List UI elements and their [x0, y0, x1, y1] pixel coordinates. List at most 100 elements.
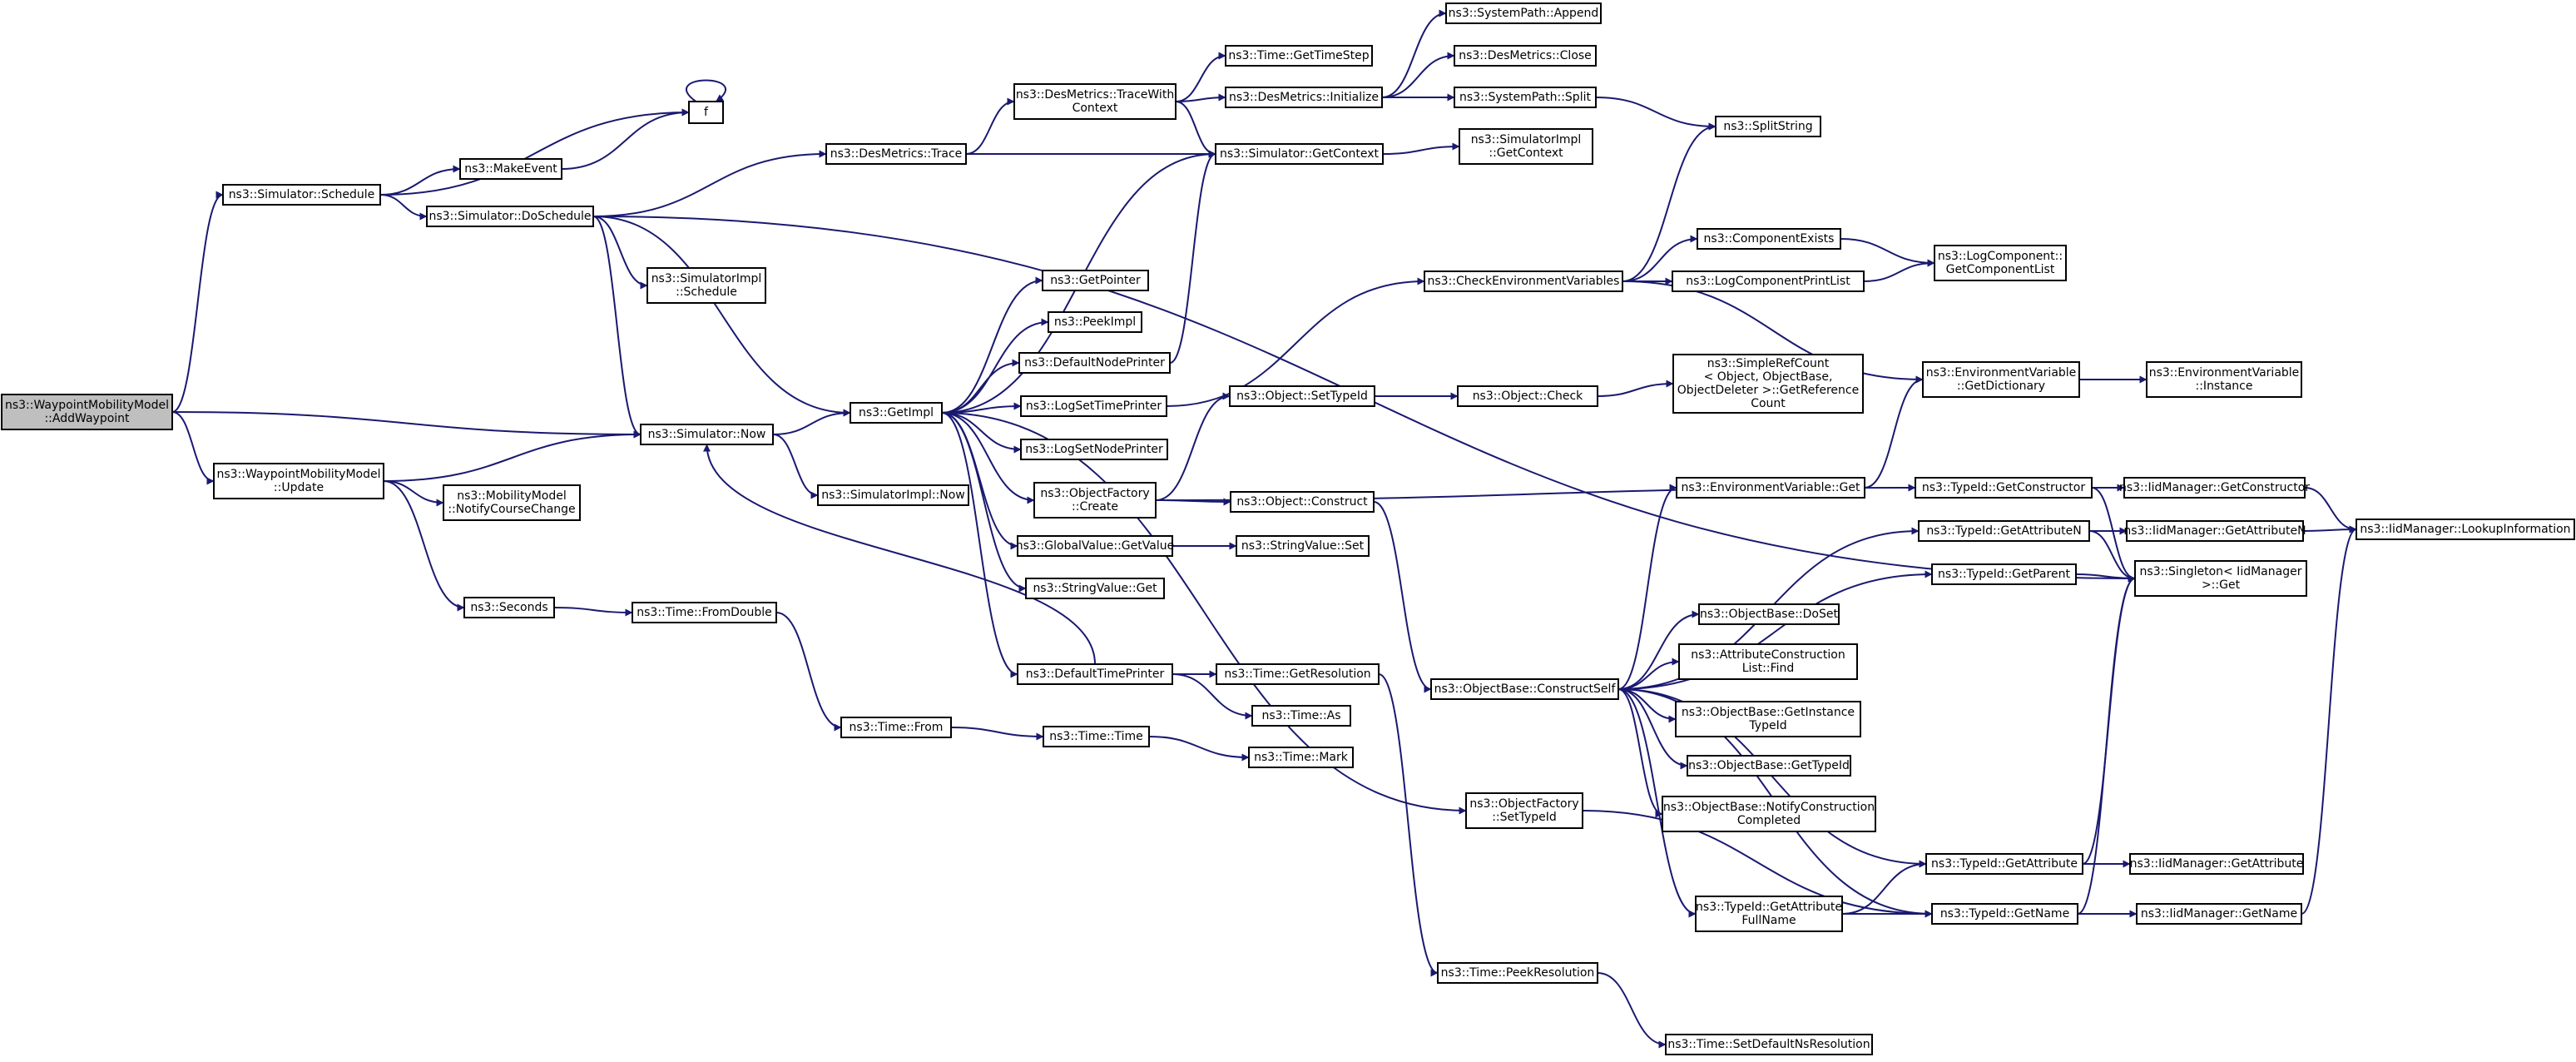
node-strget[interactable]: ns3::StringValue::Get	[1025, 578, 1165, 599]
node-objconstruct[interactable]: ns3::Object::Construct	[1230, 491, 1375, 513]
node-box	[817, 484, 969, 506]
node-timefrom[interactable]: ns3::Time::From	[840, 717, 952, 738]
node-logcompprint[interactable]: ns3::LogComponentPrintList	[1672, 270, 1865, 292]
node-box	[1918, 520, 2090, 542]
node-refcount[interactable]: ns3::SimpleRefCount< Object, ObjectBase,…	[1672, 354, 1864, 414]
node-sched[interactable]: ns3::Simulator::Schedule	[222, 184, 381, 206]
node-iidgetname[interactable]: ns3::IidManager::GetName	[2136, 903, 2302, 925]
node-label: ns3::PeekImpl	[1054, 315, 1136, 329]
node-tidgetname[interactable]: ns3::TypeId::GetName	[1931, 903, 2078, 925]
node-fromdouble[interactable]: ns3::Time::FromDouble	[632, 602, 777, 623]
node-box	[443, 484, 581, 521]
node-root[interactable]: ns3::WaypointMobilityModel::AddWaypoint	[1, 394, 173, 430]
node-gvgetvalue[interactable]: ns3::GlobalValue::GetValue	[1016, 535, 1174, 557]
node-doschedule[interactable]: ns3::Simulator::DoSchedule	[426, 206, 594, 227]
node-label: ns3::Time::SetDefaultNsResolution	[1667, 1038, 1870, 1051]
node-getpointer[interactable]: ns3::GetPointer	[1042, 270, 1149, 291]
node-desclose[interactable]: ns3::DesMetrics::Close	[1454, 45, 1597, 67]
node-label: ns3::GetPointer	[1050, 274, 1141, 287]
node-timemark[interactable]: ns3::Time::Mark	[1248, 747, 1354, 768]
node-seconds[interactable]: ns3::Seconds	[463, 597, 555, 618]
node-iidgetattrn[interactable]: ns3::IidManager::GetAttributeN	[2123, 520, 2306, 542]
node-label: ::Instance	[2196, 380, 2253, 393]
node-logcompget[interactable]: ns3::LogComponent::GetComponentList	[1934, 245, 2067, 281]
node-update[interactable]: ns3::WaypointMobilityModel::Update	[213, 463, 384, 499]
node-f[interactable]: f	[688, 101, 724, 124]
node-box	[1251, 705, 1351, 727]
node-box	[1430, 678, 1619, 700]
node-label: ns3::DefaultTimePrinter	[1026, 667, 1165, 681]
node-simnow[interactable]: ns3::Simulator::Now	[640, 424, 774, 445]
edge-sched-to-makeevent	[379, 165, 461, 196]
node-box	[1678, 643, 1858, 680]
node-box	[825, 143, 967, 165]
node-box	[459, 158, 562, 180]
node-label: ns3::LogSetNodePrinter	[1025, 443, 1163, 456]
node-defnodeprinter[interactable]: ns3::DefaultNodePrinter	[1018, 352, 1171, 374]
node-notifyctor[interactable]: ns3::ObjectBase::NotifyConstructionCompl…	[1662, 796, 1876, 832]
node-envgetdict[interactable]: ns3::EnvironmentVariable::GetDictionary	[1922, 361, 2080, 398]
node-tidgetparent[interactable]: ns3::TypeId::GetParent	[1931, 563, 2077, 585]
node-factsettypeid[interactable]: ns3::ObjectFactory::SetTypeId	[1465, 792, 1583, 829]
node-label: ns3::IidManager::GetConstructor	[2119, 481, 2310, 494]
node-compexists[interactable]: ns3::ComponentExists	[1697, 228, 1841, 250]
node-getcontext[interactable]: ns3::Simulator::GetContext	[1215, 143, 1384, 165]
node-label: ns3::GlobalValue::GetValue	[1016, 539, 1174, 553]
node-implctx[interactable]: ns3::SimulatorImpl::GetContext	[1459, 128, 1593, 165]
node-getres[interactable]: ns3::Time::GetResolution	[1216, 663, 1380, 685]
node-destrace[interactable]: ns3::DesMetrics::Trace	[825, 143, 967, 165]
node-peekres[interactable]: ns3::Time::PeekResolution	[1437, 962, 1598, 984]
node-label: ns3::ObjectBase::GetTypeId	[1688, 759, 1850, 772]
node-checkenv[interactable]: ns3::CheckEnvironmentVariables	[1424, 270, 1623, 292]
node-tidgetctor[interactable]: ns3::TypeId::GetConstructor	[1915, 477, 2093, 499]
node-obdoset[interactable]: ns3::ObjectBase::DoSet	[1698, 603, 1840, 625]
node-peekimpl[interactable]: ns3::PeekImpl	[1048, 311, 1142, 333]
node-box	[1922, 361, 2080, 398]
node-logsetnode[interactable]: ns3::LogSetNodePrinter	[1020, 439, 1168, 460]
node-label: ns3::Time::PeekResolution	[1441, 966, 1595, 980]
node-setsettypeid[interactable]: ns3::Object::SetTypeId	[1229, 385, 1375, 407]
node-obgettypeid[interactable]: ns3::ObjectBase::GetTypeId	[1687, 755, 1851, 777]
node-objcheck[interactable]: ns3::Object::Check	[1457, 385, 1598, 407]
node-timestep[interactable]: ns3::Time::GetTimeStep	[1225, 45, 1373, 67]
node-box	[213, 463, 384, 499]
node-syssplit[interactable]: ns3::SystemPath::Split	[1454, 87, 1597, 108]
edge-constructself-to-tidfullname	[1617, 688, 1697, 918]
node-implnow[interactable]: ns3::SimulatorImpl::Now	[817, 484, 969, 506]
node-tidgetattrn[interactable]: ns3::TypeId::GetAttributeN	[1918, 520, 2090, 542]
node-envinstance[interactable]: ns3::EnvironmentVariable::Instance	[2146, 361, 2302, 398]
node-makeevent[interactable]: ns3::MakeEvent	[459, 158, 562, 180]
node-notify[interactable]: ns3::MobilityModel::NotifyCourseChange	[443, 484, 581, 521]
node-splitstring[interactable]: ns3::SplitString	[1715, 116, 1821, 137]
node-lookup[interactable]: ns3::IidManager::LookupInformation	[2356, 519, 2575, 540]
node-timeas[interactable]: ns3::Time::As	[1251, 705, 1351, 727]
node-box	[1715, 116, 1821, 137]
node-label: ns3::SimulatorImpl	[1471, 133, 1582, 146]
node-implsched[interactable]: ns3::SimulatorImpl::Schedule	[646, 267, 766, 304]
node-tidgetattr[interactable]: ns3::TypeId::GetAttribute	[1925, 853, 2083, 875]
node-iidgetattr[interactable]: ns3::IidManager::GetAttribute	[2129, 853, 2304, 875]
node-factcreate[interactable]: ns3::ObjectFactory::Create	[1033, 482, 1157, 519]
node-desinit[interactable]: ns3::DesMetrics::Initialize	[1225, 87, 1383, 108]
node-envget[interactable]: ns3::EnvironmentVariable::Get	[1676, 477, 1865, 499]
node-label: ns3::TypeId::GetAttribute	[1696, 901, 1842, 914]
node-setdefns[interactable]: ns3::Time::SetDefaultNsResolution	[1665, 1034, 1873, 1055]
node-strset[interactable]: ns3::StringValue::Set	[1236, 535, 1370, 557]
node-sysappend[interactable]: ns3::SystemPath::Append	[1445, 2, 1602, 24]
node-getimpl[interactable]: ns3::GetImpl	[850, 402, 943, 424]
node-deftimeprinter[interactable]: ns3::DefaultTimePrinter	[1017, 663, 1173, 685]
node-iidgetctor[interactable]: ns3::IidManager::GetConstructor	[2119, 477, 2310, 499]
node-timetime[interactable]: ns3::Time::Time	[1043, 726, 1150, 747]
node-box	[1225, 45, 1373, 67]
node-singleton[interactable]: ns3::Singleton< IidManager >::Get	[2134, 560, 2307, 597]
node-logsettime[interactable]: ns3::LogSetTimePrinter	[1020, 395, 1167, 417]
edge-sched-to-f	[379, 108, 690, 196]
node-label: ns3::Object::SetTypeId	[1236, 390, 1368, 403]
edge-getimpl-to-factsettypeid	[941, 412, 1467, 815]
node-constructself[interactable]: ns3::ObjectBase::ConstructSelf	[1430, 678, 1619, 700]
